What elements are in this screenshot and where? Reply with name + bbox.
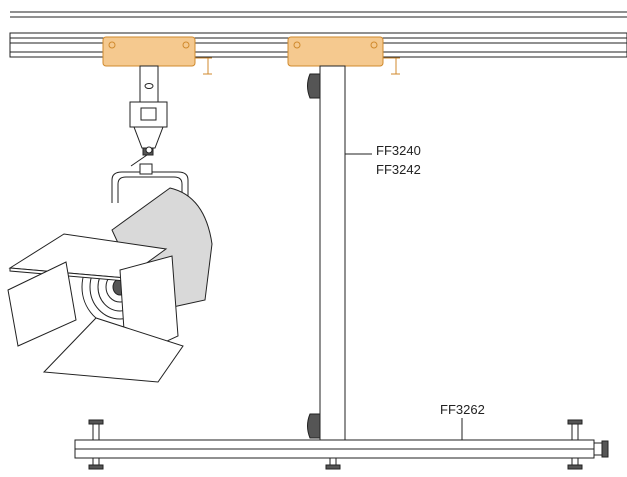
rail-clamp-right-icon [287,36,400,75]
rail-clamp-left-icon [102,36,212,75]
base-bar [74,419,609,470]
label-upright: FF3240 [376,143,421,158]
fresnel-spotlight-icon [7,65,213,383]
label-base-bar: FF3262 [440,402,485,417]
upright-pole [307,65,346,444]
label-upright-alt: FF3242 [376,162,421,177]
